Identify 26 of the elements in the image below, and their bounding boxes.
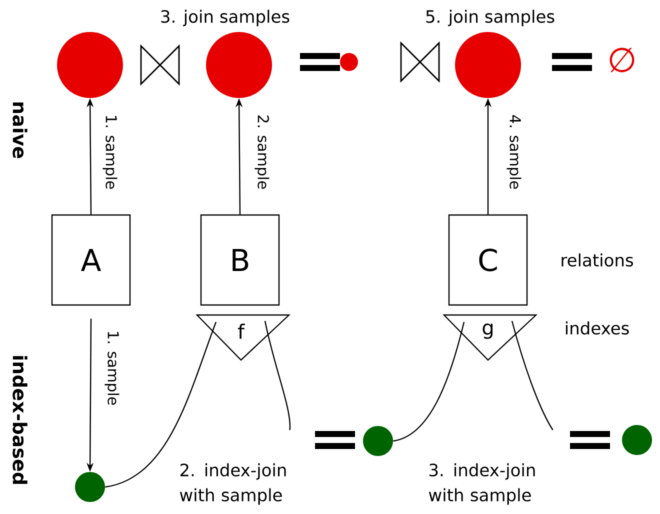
sample-dot	[75, 472, 105, 502]
sample-dot	[363, 426, 393, 456]
edge-label: 1. sample	[102, 116, 118, 189]
sample-dot	[340, 53, 358, 71]
relation-box: B	[200, 214, 280, 306]
connector	[264, 320, 291, 430]
row-label: index-based	[12, 356, 28, 484]
connector	[511, 320, 554, 430]
sample-dot	[455, 32, 521, 98]
sample-dot	[57, 32, 123, 98]
relation-box: A	[51, 214, 131, 306]
edge-label: 1. sample	[104, 332, 120, 405]
edge-label: 2. sample	[254, 116, 270, 189]
edge-label: 4. sample	[506, 115, 522, 189]
connector	[393, 322, 465, 442]
empty-set-symbol: ∅	[610, 48, 634, 72]
sample-dot	[206, 32, 272, 98]
step-label: 3. index-join with sample	[428, 463, 535, 505]
row-label: naive	[12, 102, 28, 158]
step-label: 2. index-join with sample	[180, 463, 286, 505]
category-label: indexes	[566, 321, 629, 335]
join-label: 3. join samples	[161, 10, 290, 26]
connector	[105, 322, 217, 488]
category-label: relations	[562, 253, 634, 267]
relation-box: C	[448, 214, 528, 306]
sample-dot	[622, 425, 652, 455]
